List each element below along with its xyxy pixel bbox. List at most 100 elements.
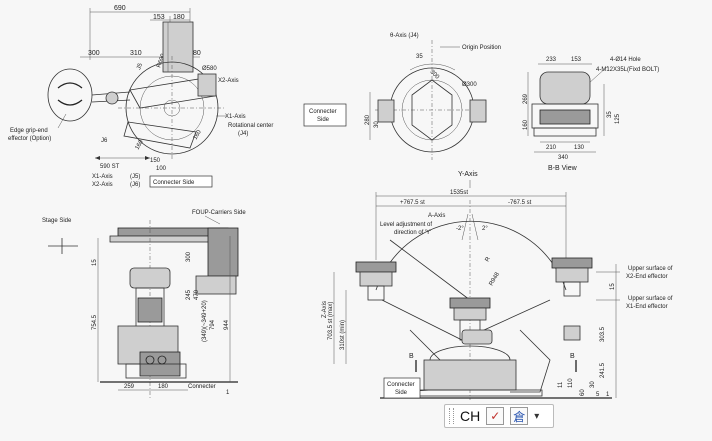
label-y-axis: Y-Axis [458, 171, 478, 178]
ime-menu-chevron-icon[interactable]: ▾ [534, 410, 540, 422]
dim-35-r: 35 [607, 111, 613, 118]
dim-300: 300 [88, 50, 100, 57]
dim-160-r: 160 [523, 119, 529, 130]
label-level-1: Level adjustment of [380, 222, 432, 228]
ime-drag-handle[interactable] [449, 408, 454, 424]
dim-310st: 310st (min) [340, 320, 346, 350]
dim-15-bl: 15 [92, 259, 98, 266]
label-bb-view: B-B View [548, 165, 578, 172]
label-connecter-br-1: Connecter [387, 382, 415, 388]
dim-30-br: 30 [590, 381, 596, 388]
label-x1-axis-b: X1-Axis [92, 174, 113, 180]
dim-160-a: 160 [135, 139, 146, 151]
label-rot-center-1: Rotational center [228, 123, 273, 129]
label-j6-b: (J6) [130, 182, 140, 188]
dim-767-minus: -767.5 st [508, 200, 532, 206]
dim-754-5: 754.5 [92, 314, 98, 330]
dim-233: 233 [546, 57, 557, 63]
dim-60: 60 [580, 389, 586, 396]
ime-toolbar[interactable]: CH ✓ 倉 ▾ [444, 404, 554, 428]
label-angle-neg: -2° [456, 226, 464, 232]
label-edge-grip-1: Edge grip-end [10, 128, 48, 134]
top-left-view: 690 153 180 300 310 80 R690 J5 Ø580 X2-A… [8, 5, 273, 188]
label-connecter-bl: Connecter [188, 384, 216, 390]
label-edge-grip-2: effector (Option) [8, 136, 51, 142]
bottom-right-view: Y-Axis 1535st +767.5 st -767.5 st A-Axis… [322, 171, 673, 400]
dim-30: 30 [374, 121, 380, 128]
dim-300-bl: 300 [186, 251, 192, 262]
top-middle-view: θ-Axis (J4) Origin Position 300 Ø300 35 … [303, 33, 501, 160]
dim-300-dia: Ø300 [462, 82, 477, 88]
dim-470: 470 [194, 289, 200, 300]
dim-r690: R690 [156, 53, 167, 69]
dim-349: (349)(~349+20) [202, 300, 208, 342]
label-connecter-br-2: Side [395, 390, 408, 396]
dim-110: 110 [568, 378, 574, 388]
label-upper-x1-1: Upper surface of [628, 296, 673, 302]
marker-b-left: B [409, 353, 414, 360]
label-upper-x1-2: X1-End effector [626, 304, 668, 310]
dim-153: 153 [153, 14, 165, 21]
label-origin-position: Origin Position [462, 45, 501, 51]
marker-b-right: B [570, 353, 575, 360]
ime-language-toggle[interactable]: CH [460, 408, 481, 424]
dim-180-bl: 180 [158, 384, 169, 390]
dim-130: 130 [574, 145, 585, 151]
label-rot-center-2: (J4) [238, 131, 248, 137]
dim-1-bl: 1 [226, 390, 230, 396]
label-connecter-mid-2: Side [317, 117, 330, 123]
dim-r: R [485, 256, 493, 263]
dim-269: 269 [523, 93, 529, 104]
dim-241-5: 241.5 [600, 362, 606, 378]
label-connecter-side-tl: Connecter Side [153, 180, 195, 186]
label-angle-pos: 2° [482, 226, 488, 232]
dim-1535: 1535st [450, 190, 468, 196]
label-j5: J5 [136, 62, 144, 71]
label-level-2: direction of 'Y' [394, 230, 431, 236]
dim-80: 80 [193, 50, 201, 57]
dim-580: Ø580 [202, 66, 217, 72]
label-x1-axis: X1-Axis [225, 114, 246, 120]
dim-15-br: 15 [610, 283, 616, 290]
dim-300-arc: 300 [429, 69, 441, 81]
bottom-left-view: Stage Side FOUP-Carriers Side 15 754.5 3… [42, 210, 246, 400]
dim-160-b: 160 [193, 129, 204, 141]
label-upper-x2-1: Upper surface of [628, 266, 673, 272]
dim-5: 5 [596, 392, 600, 398]
dim-690: 690 [114, 5, 126, 12]
dim-11: 11 [558, 381, 564, 388]
top-right-view: 233 153 4-Ø14 Hole 4-M12X35L(Fixd BOLT) … [523, 57, 659, 172]
dim-180: 180 [173, 14, 185, 21]
dim-303-5: 303.5 [600, 326, 606, 342]
label-x2-axis-b: X2-Axis [92, 182, 113, 188]
dim-150: 150 [150, 158, 161, 164]
label-connecter-mid-1: Connecter [309, 109, 337, 115]
label-bolt: 4-M12X35L(Fixd BOLT) [596, 67, 659, 73]
label-foup: FOUP-Carriers Side [192, 210, 246, 216]
label-a-axis: A-Axis [428, 213, 445, 219]
label-z-axis-2: 703.5 st (max) [328, 302, 334, 340]
dim-245: 245 [186, 289, 192, 300]
dim-767-plus: +767.5 st [400, 200, 425, 206]
label-hole: 4-Ø14 Hole [610, 57, 641, 63]
label-x2-axis: X2-Axis [218, 78, 239, 84]
dim-r948: R948 [489, 271, 502, 287]
ime-toolbox-icon[interactable]: 倉 [510, 407, 529, 425]
dim-340: 340 [558, 155, 569, 161]
label-j6: J6 [101, 138, 108, 144]
dim-100: 100 [156, 166, 167, 172]
dim-35-top: 35 [416, 54, 423, 60]
dim-153-r: 153 [571, 57, 582, 63]
label-z-axis-1: Z-Axis [322, 301, 328, 318]
label-upper-x2-2: X2-End effector [626, 274, 668, 280]
dim-944: 944 [224, 319, 230, 330]
dim-310: 310 [130, 50, 142, 57]
dim-590-st: 590 ST [100, 164, 120, 170]
ime-punctuation-icon[interactable]: ✓ [486, 407, 505, 425]
dim-1-br: 1 [606, 392, 610, 398]
dim-280: 280 [365, 114, 371, 125]
label-j5-b: (J5) [130, 174, 140, 180]
label-theta-axis: θ-Axis (J4) [390, 33, 419, 39]
dim-125: 125 [615, 113, 621, 124]
